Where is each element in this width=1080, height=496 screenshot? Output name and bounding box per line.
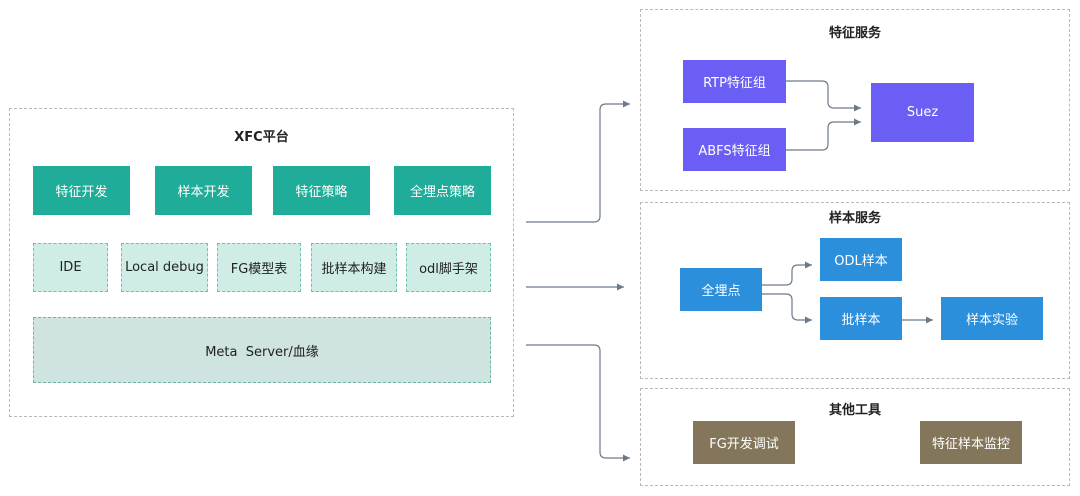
xfc-platform-panel: XFC平台 [9,108,514,417]
odl-sample-box[interactable]: ODL样本 [820,238,902,281]
arrow-xfc-to-feature-service [526,100,630,223]
suez-box[interactable]: Suez [871,83,974,142]
sample-dev-box[interactable]: 样本开发 [155,166,252,215]
meta-server-lineage-box[interactable]: Meta Server/血缘 [33,317,491,383]
full-tracking-strategy-box[interactable]: 全埋点策略 [394,166,491,215]
fg-dev-debug-box[interactable]: FG开发调试 [693,421,795,464]
feature-service-panel: 特征服务 [640,9,1070,191]
full-tracking-box[interactable]: 全埋点 [680,268,762,311]
sample-service-title: 样本服务 [828,211,881,226]
fg-model-table-tool-box[interactable]: FG模型表 [217,243,301,292]
ide-tool-box[interactable]: IDE [33,243,108,292]
abfs-feature-group-box[interactable]: ABFS特征组 [683,128,786,171]
odl-scaffold-tool-box[interactable]: odl脚手架 [406,243,491,292]
batch-sample-box[interactable]: 批样本 [820,297,902,340]
other-tools-panel: 其他工具 [640,388,1070,486]
arrow-abfs-to-suez [786,118,861,151]
arrow-xfc-to-other-tools [526,344,630,462]
arrow-rtp-to-suez [786,80,861,112]
sample-service-panel: 样本服务 [640,202,1070,379]
local-debug-tool-box[interactable]: Local debug [121,243,208,292]
feature-dev-box[interactable]: 特征开发 [33,166,130,215]
other-tools-title: 其他工具 [828,403,881,418]
feature-service-title: 特征服务 [828,26,881,41]
xfc-platform-title: XFC平台 [234,130,289,145]
arrow-tracking-to-odl [762,261,812,286]
feature-strategy-box[interactable]: 特征策略 [273,166,370,215]
batch-sample-build-tool-box[interactable]: 批样本构建 [311,243,397,292]
feature-sample-monitor-box[interactable]: 特征样本监控 [920,421,1022,464]
rtp-feature-group-box[interactable]: RTP特征组 [683,60,786,103]
arrow-tracking-to-batch [762,293,812,324]
sample-experiment-box[interactable]: 样本实验 [941,297,1043,340]
